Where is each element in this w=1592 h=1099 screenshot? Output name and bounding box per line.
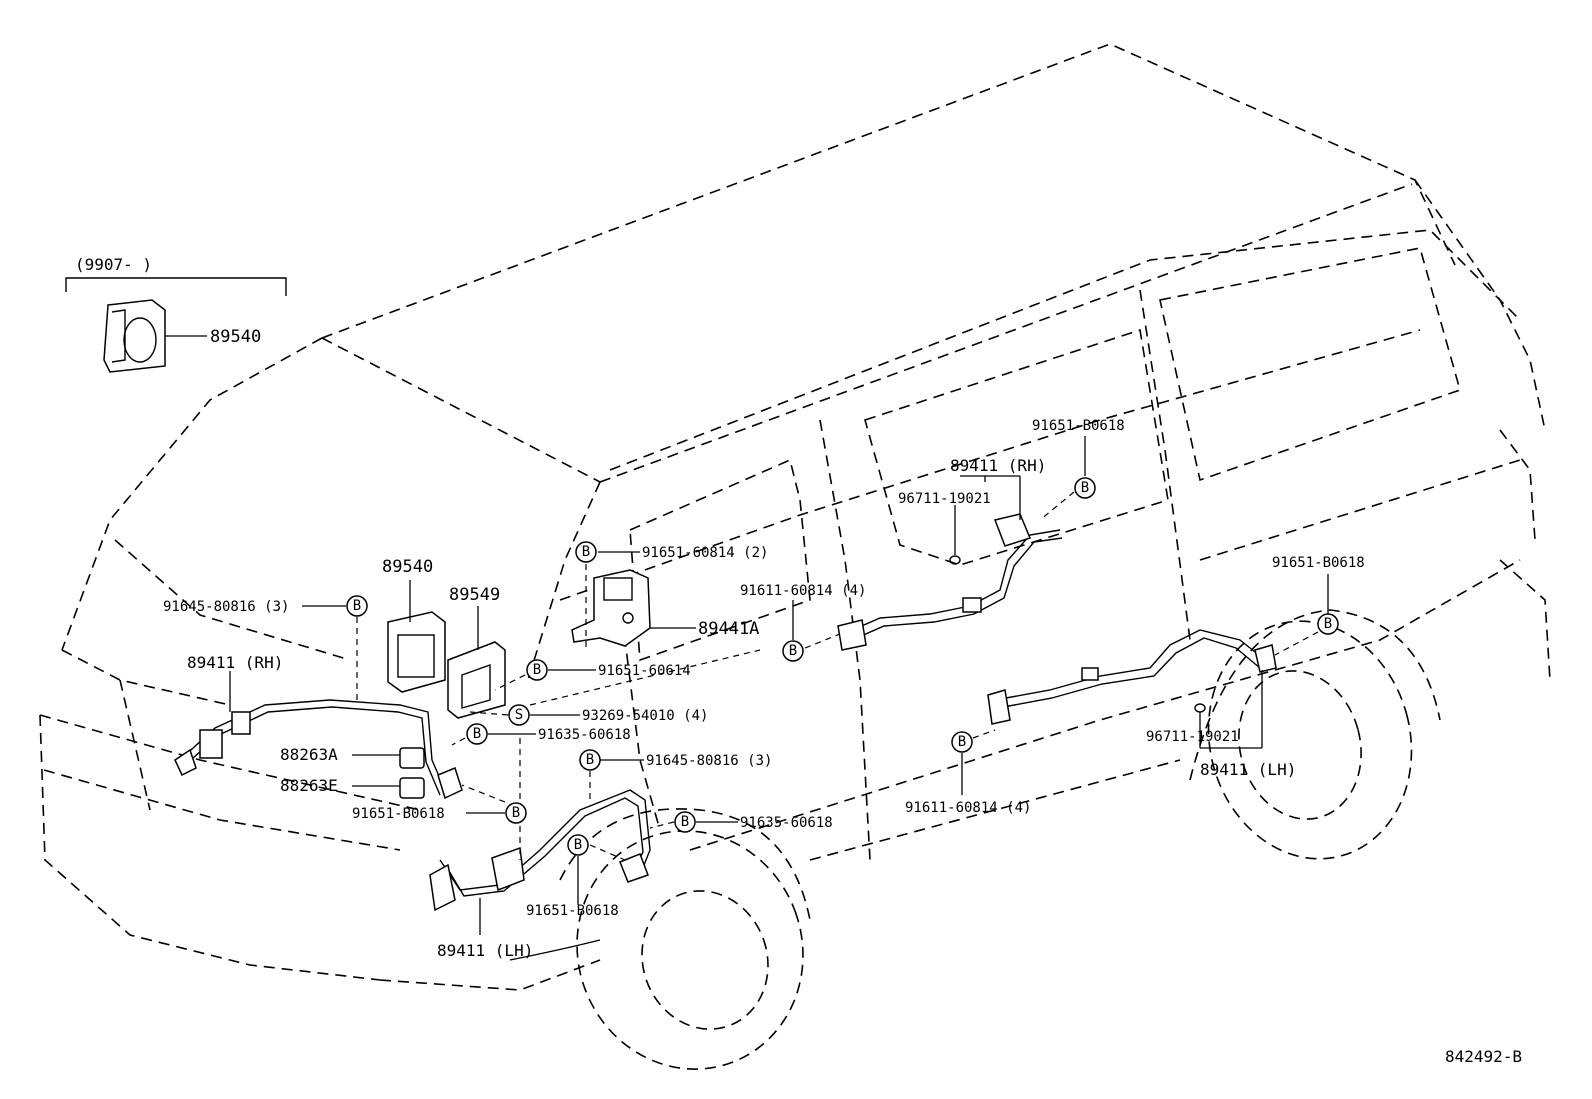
svg-text:S: S bbox=[515, 707, 523, 723]
label-93269-54010: 93269-54010 (4) bbox=[582, 708, 708, 724]
abs-computer-top-part bbox=[103, 299, 207, 373]
bolt-symbol-3: B bbox=[526, 659, 548, 681]
bolt-symbol-12: B bbox=[951, 731, 973, 753]
diagram-code: 842492-B bbox=[1445, 1047, 1522, 1066]
rear-rh-sensor-harness bbox=[837, 513, 1063, 651]
svg-text:B: B bbox=[582, 544, 590, 560]
svg-text:B: B bbox=[789, 643, 797, 659]
bolt-symbol-10: B bbox=[1074, 477, 1096, 499]
bolt-symbol-2: B bbox=[575, 541, 597, 563]
svg-text:B: B bbox=[958, 734, 966, 750]
rear-lh-sensor-harness bbox=[987, 629, 1277, 725]
label-96711-19021-rh: 96711-19021 bbox=[898, 491, 991, 507]
svg-text:B: B bbox=[1081, 480, 1089, 496]
label-89411-lh-rear: 89411 (LH) bbox=[1200, 760, 1296, 779]
label-91651-b0618-left: 91651-B0618 bbox=[352, 806, 445, 822]
date-range-bracket bbox=[65, 277, 287, 296]
svg-text:B: B bbox=[533, 662, 541, 678]
abs-ecu-part bbox=[387, 580, 446, 693]
svg-text:B: B bbox=[473, 726, 481, 742]
leader-lines bbox=[302, 436, 1329, 905]
label-89411-rh-rear: 89411 (RH) bbox=[950, 456, 1046, 475]
svg-text:B: B bbox=[512, 805, 520, 821]
label-91635-60618-a: 91635-60618 bbox=[538, 727, 631, 743]
svg-text:B: B bbox=[1324, 616, 1332, 632]
label-89549: 89549 bbox=[449, 585, 500, 605]
label-91635-60618-b: 91635-60618 bbox=[740, 815, 833, 831]
svg-text:B: B bbox=[586, 752, 594, 768]
date-range-note: (9907- ) bbox=[75, 255, 152, 274]
svg-text:B: B bbox=[681, 814, 689, 830]
label-91651-b0618-rh-rear: 91651-B0618 bbox=[1032, 418, 1125, 434]
sensor-bracket-part bbox=[571, 569, 696, 647]
label-91645-80816-mid: 91645-80816 (3) bbox=[646, 753, 772, 769]
label-96711-19021-lh: 96711-19021 bbox=[1146, 729, 1239, 745]
label-88263e: 88263E bbox=[280, 776, 338, 795]
screw-symbol: S bbox=[508, 704, 530, 726]
label-91645-80816-left: 91645-80816 (3) bbox=[163, 599, 289, 615]
label-88263a: 88263A bbox=[280, 745, 338, 764]
bolt-symbol-1: B bbox=[346, 595, 368, 617]
label-89411-rh-front: 89411 (RH) bbox=[187, 653, 283, 672]
label-91611-60814-lower: 91611-60814 (4) bbox=[905, 800, 1031, 816]
front-lh-sensor-harness bbox=[429, 789, 651, 935]
label-91611-60814-upper: 91611-60814 (4) bbox=[740, 583, 866, 599]
label-91651-60814: 91651-60814 (2) bbox=[642, 545, 768, 561]
label-91651-b0618-bottom: 91651-B0618 bbox=[526, 903, 619, 919]
label-89540: 89540 bbox=[382, 557, 433, 577]
label-89441a: 89441A bbox=[698, 619, 759, 639]
bolt-symbol-9: B bbox=[782, 640, 804, 662]
label-91651-60614: 91651-60614 bbox=[598, 663, 691, 679]
bolt-symbol-6: B bbox=[505, 802, 527, 824]
svg-text:B: B bbox=[353, 598, 361, 614]
bolt-symbol-7: B bbox=[567, 834, 589, 856]
front-rh-sensor-harness bbox=[174, 671, 463, 800]
bolt-symbol-11: B bbox=[1317, 613, 1339, 635]
label-91651-b0618-lh-rear: 91651-B0618 bbox=[1272, 555, 1365, 571]
ecu-bracket-part bbox=[447, 606, 506, 719]
label-89540-top: 89540 bbox=[210, 327, 261, 347]
label-89411-lh-front: 89411 (LH) bbox=[437, 941, 533, 960]
svg-text:B: B bbox=[574, 837, 582, 853]
bolt-symbol-8: B bbox=[674, 811, 696, 833]
bolt-symbol-5: B bbox=[579, 749, 601, 771]
relay-88263a-part bbox=[352, 747, 425, 769]
vehicle-body-outline bbox=[39, 43, 1551, 1070]
relay-88263e-part bbox=[352, 777, 425, 799]
bolt-symbol-4: B bbox=[466, 723, 488, 745]
